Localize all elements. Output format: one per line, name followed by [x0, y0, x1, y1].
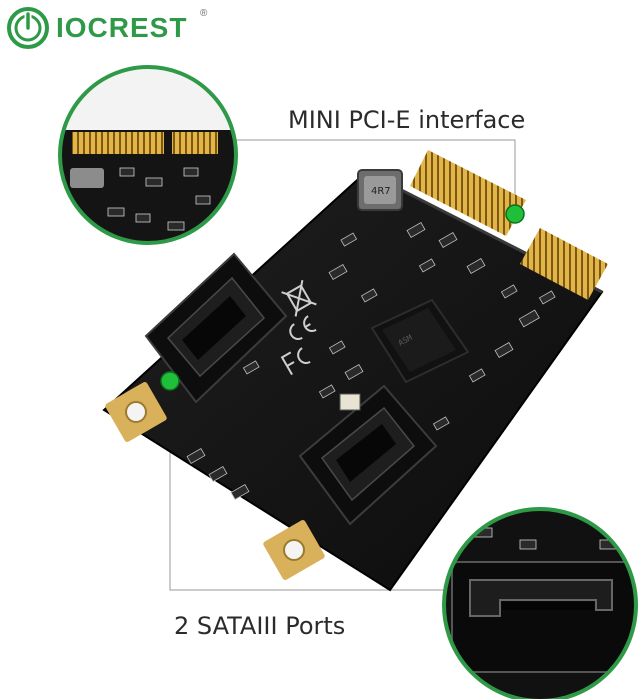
ports-callout-line [169, 385, 450, 591]
gold-contacts-lower [520, 228, 608, 300]
interface-callout-line [236, 139, 516, 212]
smd-components [186, 221, 556, 501]
fc-mark [280, 347, 311, 376]
interface-marker-dot [505, 204, 525, 224]
zoom-detail-sata [442, 507, 638, 699]
callout-lines [169, 139, 516, 591]
zoom-detail-interface [58, 65, 238, 245]
sata-port [298, 384, 438, 526]
gold-contacts-upper [410, 150, 526, 236]
power-icon [7, 7, 49, 49]
mounting-hole [263, 520, 325, 580]
mounting-hole [105, 382, 167, 442]
inductor-marking: 4R7 [371, 186, 391, 197]
pcie-card: ASM 4R7 [102, 150, 608, 592]
registered-mark: ® [200, 8, 208, 19]
inductor: 4R7 [357, 169, 403, 211]
brand-logo: IOCREST [6, 6, 187, 50]
interface-label: MINI PCI-E interface [288, 106, 526, 134]
ce-mark [289, 315, 317, 340]
zoom-ring [58, 65, 238, 245]
controller-chip: ASM [370, 298, 470, 384]
weee-mark [281, 279, 317, 317]
certification-marks [280, 279, 317, 376]
crystal-oscillator [339, 393, 361, 411]
zoom-ring [442, 507, 638, 699]
ports-label: 2 SATAIII Ports [174, 612, 346, 640]
brand-name: IOCREST [56, 12, 188, 43]
port-marker-dot [160, 371, 180, 391]
